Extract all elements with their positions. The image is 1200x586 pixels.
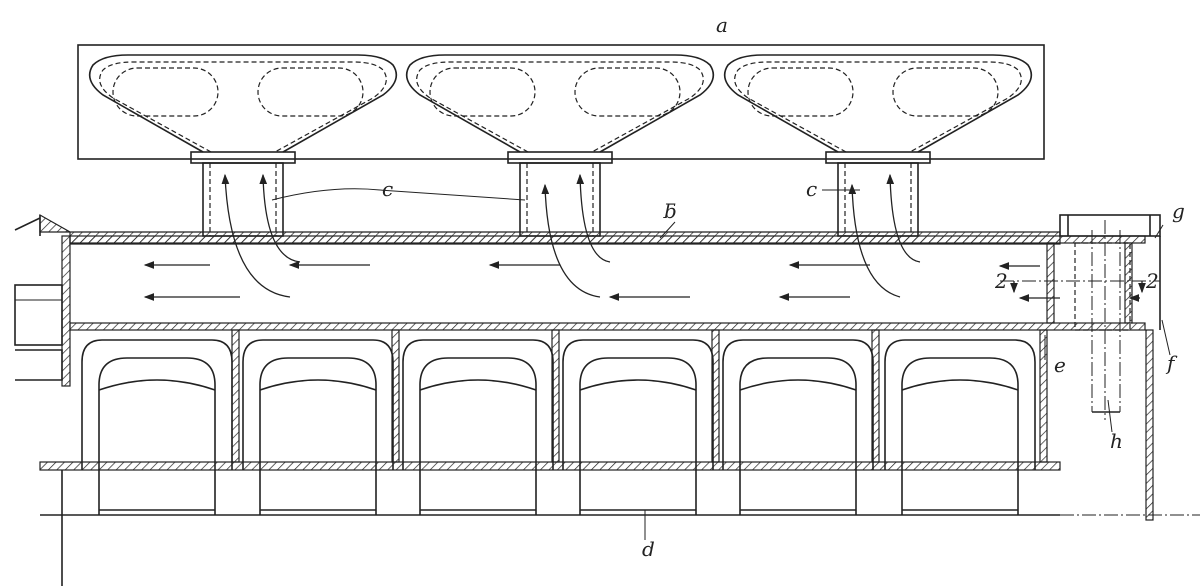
label-e: e (1054, 353, 1066, 377)
funnel (88, 54, 398, 237)
block-wall (551, 329, 560, 463)
label-f: f (1165, 351, 1178, 375)
main-duct (14, 213, 1160, 387)
label-c-1: c (382, 177, 393, 201)
block-wall (391, 329, 400, 463)
cylinder-block (39, 329, 1200, 586)
upper-housing (77, 44, 1045, 160)
cylinder (402, 339, 554, 515)
neck-c (202, 162, 284, 237)
label-g: g (1172, 199, 1185, 223)
leader-lines (271, 188, 1171, 540)
neck-c (519, 162, 601, 237)
neck-c (837, 162, 919, 237)
section-mark-left: 2 (994, 269, 1008, 293)
block-wall (711, 329, 720, 463)
cylinder (562, 339, 714, 515)
funnels (88, 54, 1033, 237)
section-mark-right: 2 (1145, 269, 1159, 293)
label-c-2: c (806, 177, 817, 201)
vertical-pipe (1000, 214, 1161, 521)
flow-arrows (143, 173, 1140, 302)
block-wall (231, 329, 240, 463)
cylinder (242, 339, 394, 515)
block-wall (871, 329, 880, 463)
cylinder (884, 339, 1036, 515)
cylinder (81, 339, 233, 515)
label-d: d (642, 537, 655, 561)
cylinder (722, 339, 874, 515)
funnel (723, 54, 1033, 237)
label-a: a (716, 13, 728, 37)
label-h: h (1110, 429, 1123, 453)
label-b: ƃ (663, 199, 677, 223)
